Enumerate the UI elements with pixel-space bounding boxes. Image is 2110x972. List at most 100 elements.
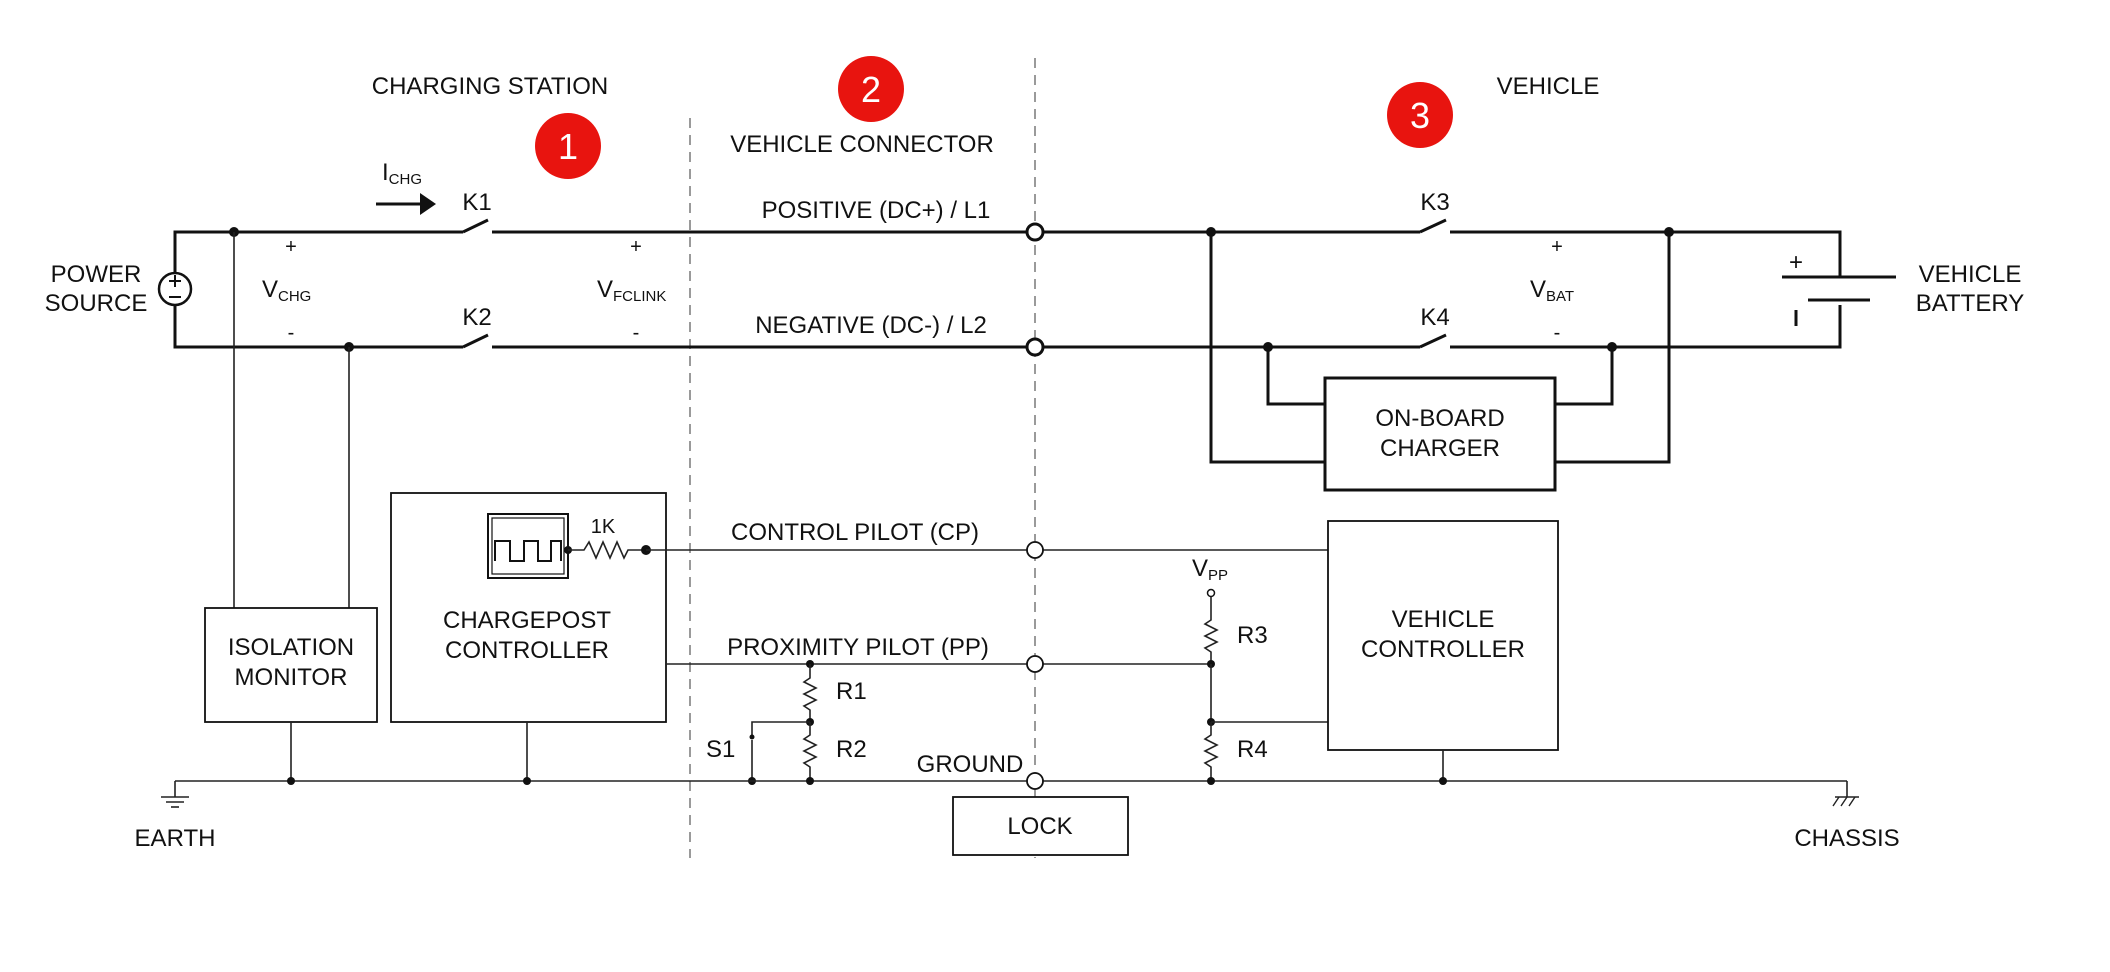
resistor-1k-label: 1K bbox=[591, 516, 616, 538]
badge-3-circle bbox=[1387, 82, 1453, 148]
junction-ground-r2 bbox=[806, 777, 814, 785]
obc-wire-outer-right bbox=[1555, 232, 1671, 464]
power-source-symbol bbox=[157, 271, 193, 307]
vpp-label: VPP bbox=[1192, 555, 1228, 584]
chargepost-controller-label-line1: CHARGEPOST bbox=[443, 607, 611, 634]
control-pilot-label: CONTROL PILOT (CP) bbox=[731, 519, 979, 546]
vehicle-controller-label-line2: CONTROLLER bbox=[1361, 636, 1525, 663]
positive-rail-station bbox=[173, 230, 463, 303]
pwm-waveform bbox=[494, 540, 562, 562]
badge-3: 3 bbox=[1387, 82, 1453, 148]
lock-box bbox=[952, 796, 1129, 856]
vchg-plus: + bbox=[285, 236, 297, 258]
vpp-terminal bbox=[1206, 588, 1216, 598]
negative-line-label: NEGATIVE (DC-) / L2 bbox=[755, 312, 987, 339]
negative-rail-to-battery bbox=[1450, 305, 1842, 349]
positive-line-label: POSITIVE (DC+) / L1 bbox=[762, 197, 991, 224]
junction-ground-chargepost bbox=[523, 777, 531, 785]
section-title-charging-station: CHARGING STATION bbox=[372, 73, 608, 100]
s1-switch-wire bbox=[751, 721, 810, 736]
vfclink-minus: - bbox=[633, 322, 640, 344]
isolation-monitor-box bbox=[204, 607, 378, 723]
section-title-vehicle-connector: VEHICLE CONNECTOR bbox=[730, 131, 994, 158]
junction-ground-r4 bbox=[1207, 777, 1215, 785]
s1-label: S1 bbox=[706, 736, 735, 763]
lock-label: LOCK bbox=[1007, 813, 1072, 840]
vbat-plus: + bbox=[1551, 236, 1563, 258]
positive-rail-to-battery bbox=[1450, 230, 1842, 277]
connector-terminal-pp bbox=[1026, 655, 1044, 673]
obc-wire-inner-left bbox=[1266, 347, 1325, 406]
k2-switch-blade bbox=[462, 333, 489, 349]
chassis-hatch-2 bbox=[1840, 796, 1848, 807]
vehicle-controller-label-line1: VEHICLE bbox=[1392, 606, 1495, 633]
badge-2-number: 2 bbox=[861, 69, 881, 110]
vehicle-controller-box bbox=[1327, 520, 1559, 751]
k4-switch-blade bbox=[1419, 333, 1447, 349]
vfclink-plus: + bbox=[630, 236, 642, 258]
r4-label: R4 bbox=[1237, 736, 1268, 763]
onboard-charger-label-line1: ON-BOARD bbox=[1375, 405, 1504, 432]
onboard-charger-box bbox=[1323, 376, 1557, 492]
earth-label: EARTH bbox=[135, 825, 216, 852]
earth-ground-icon bbox=[161, 781, 189, 808]
k1-switch-blade bbox=[462, 218, 489, 234]
negative-rail-station bbox=[173, 303, 463, 349]
isolation-monitor-label-line1: ISOLATION bbox=[228, 634, 354, 661]
pwm-generator-inner bbox=[491, 517, 565, 575]
vchg-label: VCHG bbox=[262, 276, 311, 305]
chargepost-controller-label-line2: CONTROLLER bbox=[445, 637, 609, 664]
chassis-label: CHASSIS bbox=[1794, 825, 1899, 852]
connector-terminal-negative bbox=[1025, 337, 1045, 357]
junction-ground-vehicle-controller bbox=[1439, 777, 1447, 785]
r3-label: R3 bbox=[1237, 622, 1268, 649]
onboard-charger-label-line2: CHARGER bbox=[1380, 435, 1500, 462]
connector-terminal-ground bbox=[1026, 772, 1044, 790]
section-title-vehicle: VEHICLE bbox=[1497, 73, 1600, 100]
resistor-1k-zigzag bbox=[568, 540, 646, 560]
r1-resistor bbox=[802, 664, 818, 722]
obc-wire-outer-left bbox=[1209, 232, 1325, 464]
power-source-label-line1: POWER bbox=[51, 261, 142, 288]
chassis-ground-icon bbox=[1832, 781, 1859, 807]
chassis-hatch-3 bbox=[1848, 796, 1856, 807]
vehicle-battery-label-line2: BATTERY bbox=[1916, 290, 2024, 317]
badge-1: 1 bbox=[535, 113, 601, 179]
battery-plus-sign: + bbox=[1789, 249, 1803, 276]
connector-terminal-cp bbox=[1026, 541, 1044, 559]
badge-3-number: 3 bbox=[1410, 95, 1430, 136]
k3-label: K3 bbox=[1420, 189, 1449, 216]
power-source-label-line2: SOURCE bbox=[45, 290, 148, 317]
vfclink-label: VFCLINK bbox=[597, 276, 666, 305]
ichg-arrow-head bbox=[420, 193, 436, 215]
r3-resistor bbox=[1203, 597, 1219, 664]
vehicle-battery-label-line1: VEHICLE bbox=[1919, 261, 2022, 288]
r2-resistor bbox=[802, 722, 818, 781]
ground-label: GROUND bbox=[917, 751, 1024, 778]
pwm-generator-box bbox=[487, 513, 569, 579]
badge-1-number: 1 bbox=[558, 126, 578, 167]
vbat-minus: - bbox=[1554, 322, 1561, 344]
isolation-monitor-label-line2: MONITOR bbox=[235, 664, 348, 691]
connector-terminal-positive bbox=[1025, 222, 1045, 242]
badge-2-circle bbox=[838, 56, 904, 122]
obc-wire-inner-right bbox=[1555, 347, 1614, 406]
k3-switch-blade bbox=[1419, 218, 1447, 234]
badge-2: 2 bbox=[838, 56, 904, 122]
r1-label: R1 bbox=[836, 678, 867, 705]
ichg-label: ICHG bbox=[382, 159, 422, 188]
r4-resistor bbox=[1203, 722, 1219, 781]
k4-label: K4 bbox=[1420, 304, 1449, 331]
k1-label: K1 bbox=[462, 189, 491, 216]
vbat-label: VBAT bbox=[1530, 276, 1574, 305]
junction-ground-isolation bbox=[287, 777, 295, 785]
power-source-circle bbox=[157, 271, 193, 307]
proximity-pilot-label: PROXIMITY PILOT (PP) bbox=[727, 634, 989, 661]
badge-1-circle bbox=[535, 113, 601, 179]
k2-label: K2 bbox=[462, 304, 491, 331]
battery-symbol: + bbox=[1782, 249, 1896, 326]
r2-label: R2 bbox=[836, 736, 867, 763]
chassis-hatch-1 bbox=[1832, 796, 1840, 807]
s1-contact-top bbox=[749, 734, 755, 740]
